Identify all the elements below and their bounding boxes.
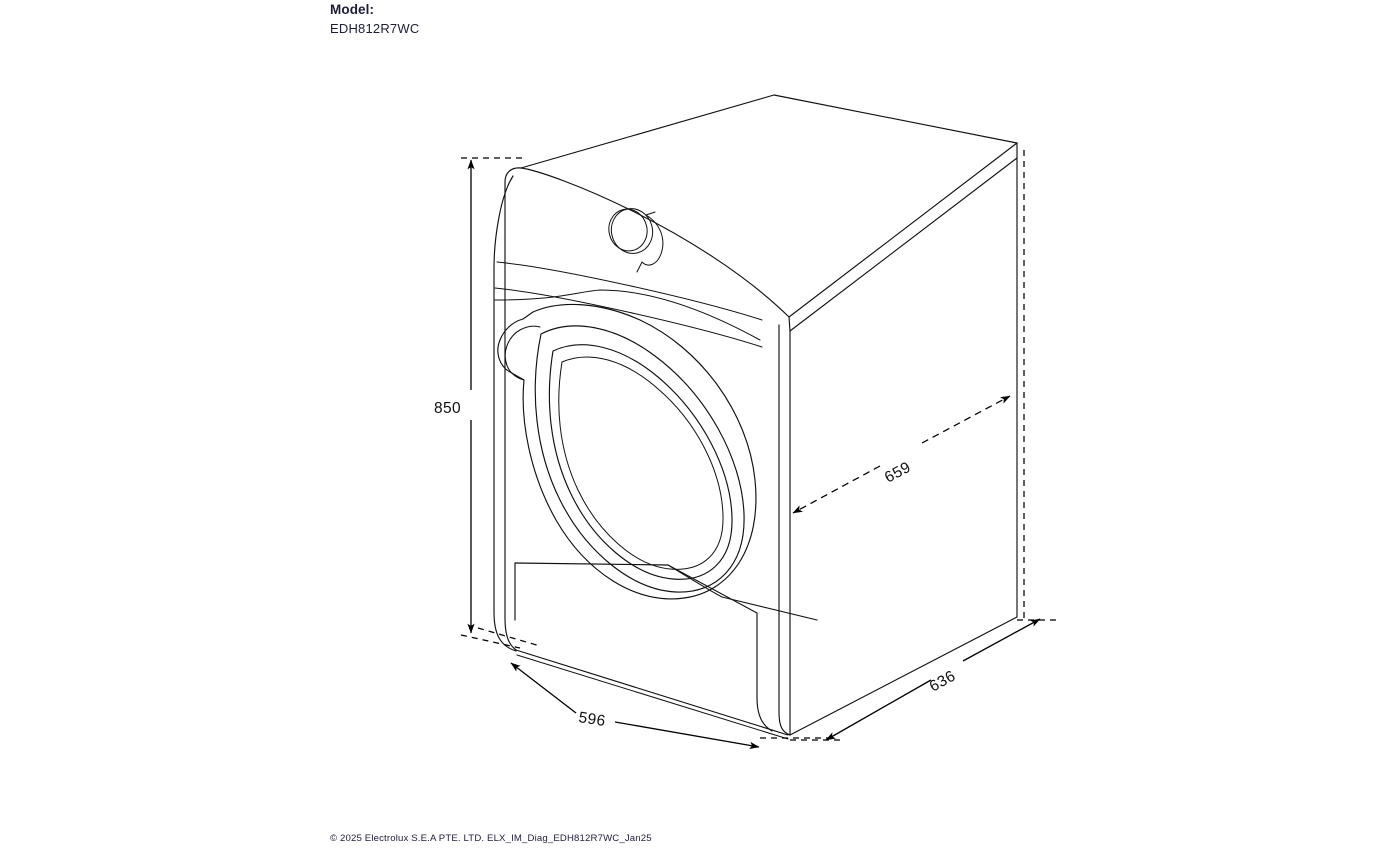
side-panel-fill xyxy=(788,143,1017,735)
top-panel-right-edge xyxy=(788,142,1018,318)
door-depth-dim-line-upper xyxy=(921,395,1011,444)
door-outer-surround xyxy=(497,303,757,600)
dimension-height: 850 xyxy=(434,157,525,649)
top-panel-corner-thickness xyxy=(788,316,791,332)
front-bottom-edge xyxy=(515,649,789,736)
depth-dim-label: 636 xyxy=(927,668,959,696)
top-panel-front-edge xyxy=(520,167,790,318)
control-panel-curve xyxy=(494,289,761,341)
front-bottom-edge-thickness xyxy=(516,654,789,740)
depth-dim-line-front xyxy=(825,679,932,741)
door-glass xyxy=(558,356,724,570)
door-handle-recess[interactable] xyxy=(504,325,541,381)
copyright-footer: © 2025 Electrolux S.E.A PTE. LTD. ELX_IM… xyxy=(330,833,652,844)
side-panel xyxy=(778,157,1018,736)
door-inner-ring xyxy=(548,344,733,580)
model-header: Model: EDH812R7WC xyxy=(330,2,419,37)
model-number: EDH812R7WC xyxy=(330,21,420,37)
plinth[interactable] xyxy=(514,562,818,732)
dryer-body xyxy=(493,94,1018,740)
dimension-width: 596 xyxy=(477,627,828,749)
side-panel-bottom-edge xyxy=(789,616,1018,736)
width-dim-label: 596 xyxy=(577,709,606,730)
width-dim-line-left xyxy=(510,662,577,714)
depth-dim-line-rear xyxy=(962,618,1041,662)
control-knob[interactable] xyxy=(604,204,657,258)
height-dim-label: 850 xyxy=(434,400,461,417)
side-panel-front-fold xyxy=(778,324,791,736)
front-left-inner-profile xyxy=(493,175,517,652)
door[interactable] xyxy=(497,303,757,600)
top-panel-back-edges xyxy=(520,94,1018,169)
width-dim-line-right xyxy=(614,721,760,749)
control-knob-face xyxy=(608,208,648,252)
plinth-top-right-edge xyxy=(667,564,758,614)
model-label: Model: xyxy=(330,2,375,17)
front-top-left-corner xyxy=(504,167,522,183)
front-bottom-left-corner xyxy=(504,617,517,651)
knob-recess-top-tick xyxy=(645,211,656,216)
front-face xyxy=(493,167,789,740)
knob-recess-bottom-tick xyxy=(636,261,643,273)
door-depth-dim-line-lower xyxy=(792,465,881,514)
knob-recess-outline xyxy=(641,214,664,266)
dimension-door-depth: 659 xyxy=(792,150,1025,622)
control-panel-bottom-seam xyxy=(494,287,763,348)
door-mid-ring xyxy=(534,325,745,593)
top-panel-fill xyxy=(520,95,1017,318)
control-panel xyxy=(494,204,763,348)
plinth-right-edge xyxy=(756,612,773,732)
control-panel-top-seam xyxy=(496,261,763,321)
